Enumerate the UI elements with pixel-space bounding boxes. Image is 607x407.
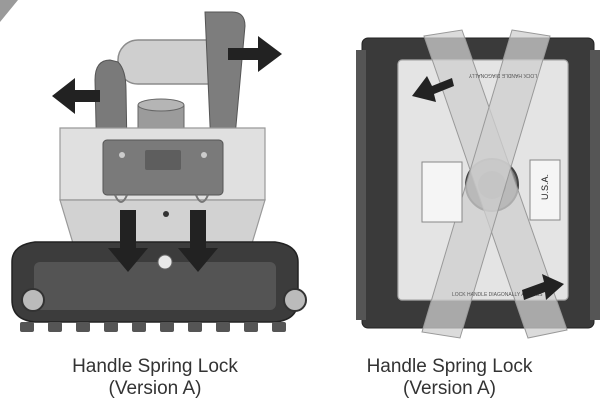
handle-diagonal-b (421, 29, 551, 339)
caption-right-title: Handle Spring Lock (366, 356, 533, 377)
center-hub (157, 254, 173, 270)
arrow-down-left (108, 210, 148, 272)
top-strip-label: LOCK HANDLE DIAGONALLY (468, 72, 537, 78)
track-cleats (356, 50, 600, 320)
spring-clip-right (195, 194, 209, 203)
wheel-left (21, 288, 45, 312)
wheel-right (283, 288, 307, 312)
spring-clip-left (114, 194, 128, 203)
figure-side-view: Handle Spring Lock (Version A) (0, 0, 310, 400)
corner-fragment (0, 0, 18, 22)
caption-left-version: (Version A) (108, 378, 202, 399)
arrow-down-right (178, 210, 218, 272)
track-treads (20, 322, 286, 332)
caption-left: Handle Spring Lock (Version A) (0, 356, 310, 400)
arrow-left (52, 78, 100, 114)
usa-label: U.S.A. (540, 174, 550, 200)
caption-right: Handle Spring Lock (Version A) (312, 356, 587, 400)
caption-left-title: Handle Spring Lock (72, 356, 238, 377)
arrow-right (228, 36, 282, 72)
robot-top-illustration: U.S.A. LOCK HANDLE DIAGONALLY LOCK HANDL… (356, 29, 600, 339)
arrow-down-right (522, 274, 564, 300)
caption-right-version: (Version A) (403, 378, 496, 399)
bottom-strip-label: LOCK HANDLE DIAGONALLY ACROSS (452, 292, 543, 298)
robot-side-illustration (0, 0, 307, 332)
usa-sticker (529, 159, 561, 221)
figure-top-view: U.S.A. LOCK HANDLE DIAGONALLY LOCK HANDL… (332, 0, 607, 407)
arrow-up-left (412, 76, 454, 102)
info-sticker (421, 161, 463, 223)
side-panel (34, 262, 276, 310)
